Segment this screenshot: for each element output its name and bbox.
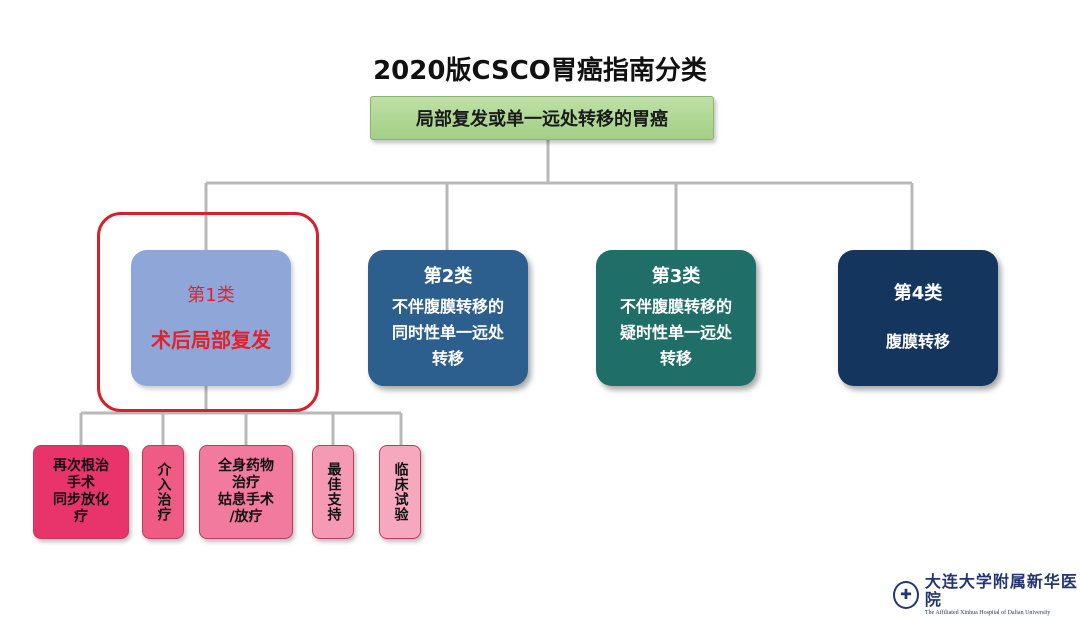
category-2-line-1: 不伴腹膜转移的 xyxy=(391,297,504,316)
category-1-card: 第1类 术后局部复发 xyxy=(131,250,291,386)
treatment-2-text: 介入治疗 xyxy=(155,462,172,522)
category-1-label: 第1类 xyxy=(187,285,235,306)
page-title: 2020版CSCO胃癌指南分类 xyxy=(373,56,707,86)
category-2-line-3: 转移 xyxy=(431,349,464,368)
root-node: 局部复发或单一远处转移的胃癌 xyxy=(370,96,714,140)
hospital-logo: ✚ 大连大学附属新华医院 The Affiliated Xinhua Hospi… xyxy=(893,573,1080,617)
treatment-1-line-2: 手术 xyxy=(67,475,95,491)
hospital-name-cn: 大连大学附属新华医院 xyxy=(924,572,1078,609)
category-4-label: 第4类 xyxy=(893,283,943,304)
category-4-line-1: 腹膜转移 xyxy=(885,332,950,351)
category-3-line-2: 疑时性单一远处 xyxy=(619,323,732,342)
treatment-3-line-1: 全身药物 xyxy=(218,458,274,474)
category-1-highlight xyxy=(97,212,319,412)
treatment-1-box: 再次根治 手术 同步放化 疗 xyxy=(33,445,129,539)
category-3-line-1: 不伴腹膜转移的 xyxy=(619,297,732,316)
category-1-desc: 术后局部复发 xyxy=(151,328,271,352)
treatment-3-line-2: 治疗 xyxy=(232,475,260,491)
treatment-3-box: 全身药物 治疗 姑息手术 /放疗 xyxy=(199,445,293,539)
treatment-1-line-3: 同步放化 xyxy=(53,492,109,508)
treatment-5-box: 临床试验 xyxy=(379,445,421,539)
treatment-3-line-3: 姑息手术 xyxy=(218,492,274,508)
treatment-4-box: 最佳支持 xyxy=(312,445,354,539)
treatment-5-text: 临床试验 xyxy=(392,462,409,522)
category-2-line-2: 同时性单一远处 xyxy=(391,323,504,342)
hospital-name-en: The Affiliated Xinhua Hospital of Dalian… xyxy=(924,610,1051,616)
hospital-emblem-icon: ✚ xyxy=(893,581,919,609)
category-2-card: 第2类 不伴腹膜转移的 同时性单一远处 转移 xyxy=(368,250,528,386)
treatment-2-box: 介入治疗 xyxy=(142,445,184,539)
treatment-4-text: 最佳支持 xyxy=(325,462,342,522)
treatment-1-line-1: 再次根治 xyxy=(53,458,109,474)
category-2-label: 第2类 xyxy=(423,266,473,287)
category-3-line-3: 转移 xyxy=(659,349,692,368)
treatment-3-line-4: /放疗 xyxy=(229,509,263,525)
category-3-label: 第3类 xyxy=(651,266,701,287)
category-3-card: 第3类 不伴腹膜转移的 疑时性单一远处 转移 xyxy=(596,250,756,386)
category-4-card: 第4类 腹膜转移 xyxy=(838,250,998,386)
treatment-1-line-4: 疗 xyxy=(74,509,88,525)
